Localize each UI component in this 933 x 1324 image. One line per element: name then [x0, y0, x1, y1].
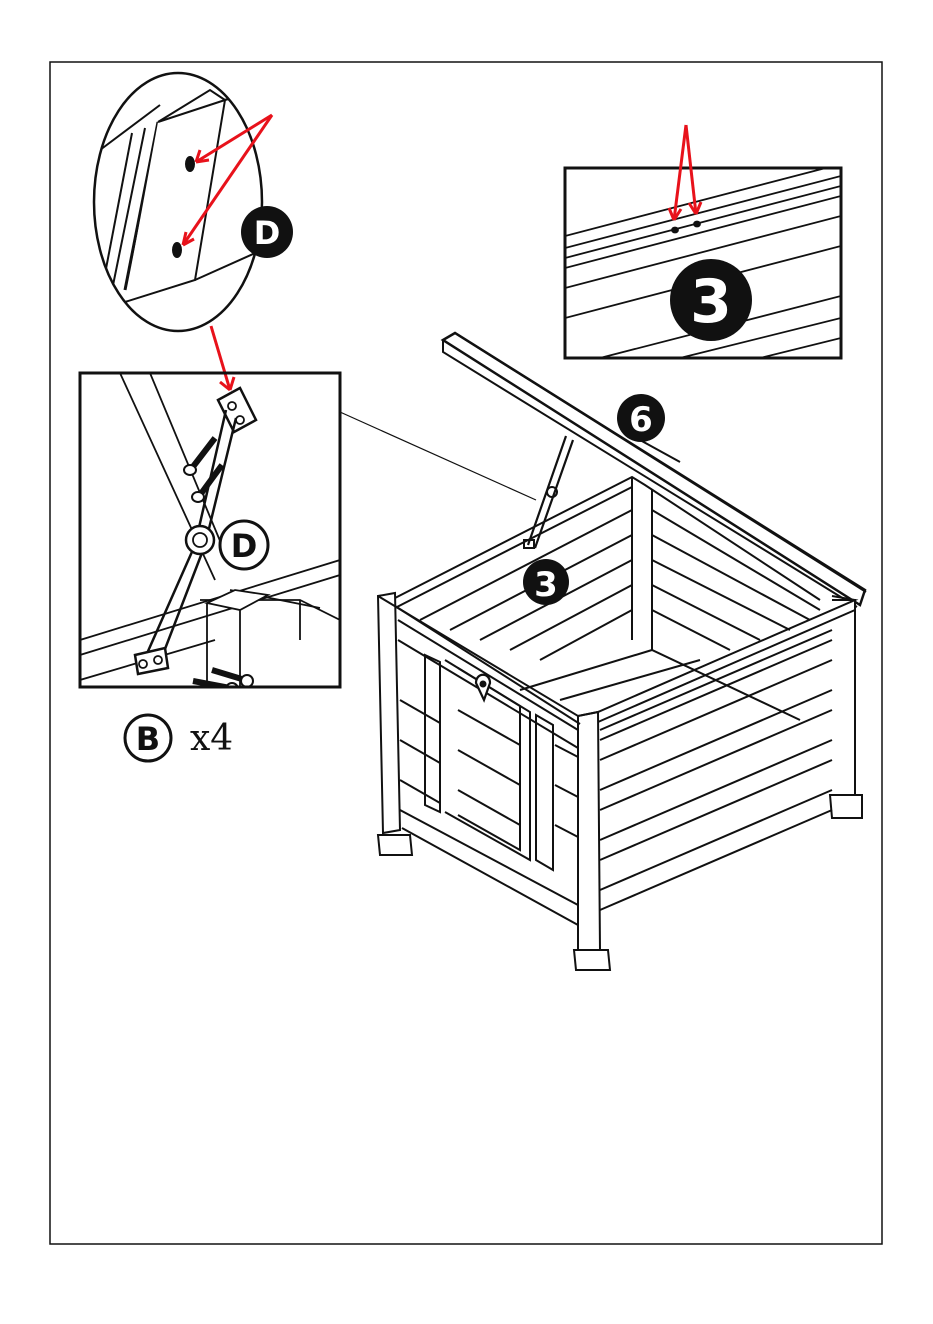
part-d-inset-label: D	[231, 527, 258, 565]
part-d-badge: D	[241, 206, 293, 258]
connector-arrow-circle	[211, 326, 234, 390]
part-3-label: 3	[534, 565, 558, 605]
part-b-quantity: B x4	[125, 715, 233, 761]
hole-arrows-part3	[669, 125, 701, 220]
detail-inset-part3: 3	[565, 164, 841, 358]
part-b-count: x4	[190, 718, 233, 759]
part-d-label: D	[254, 214, 281, 252]
part-6-badge: 6	[617, 394, 665, 442]
part-6-label: 6	[629, 400, 653, 440]
detail-circle-holes	[94, 73, 262, 331]
part-b-label: B	[136, 720, 160, 758]
detail-inset-hinge: D	[80, 373, 340, 695]
part-3-badge: 3	[523, 559, 569, 605]
leader-line	[340, 412, 536, 500]
part-3-detail-label: 3	[690, 267, 732, 337]
